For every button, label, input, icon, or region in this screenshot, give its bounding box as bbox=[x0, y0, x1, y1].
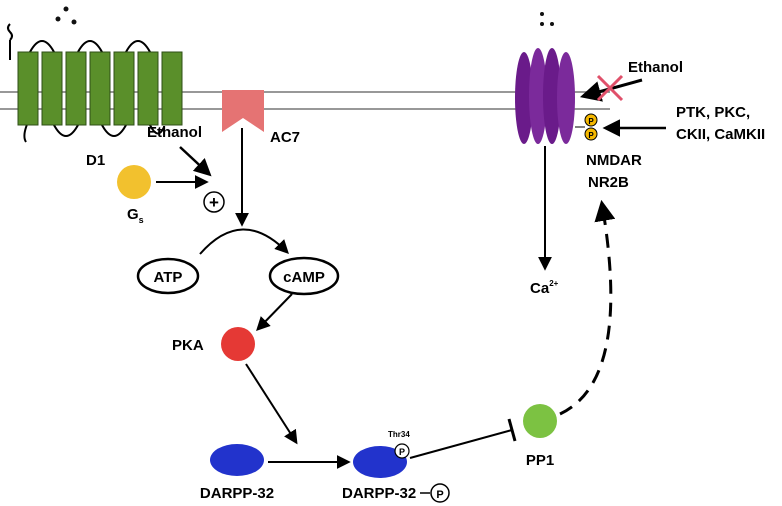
inhibition-bar bbox=[507, 418, 517, 442]
ethanol-left-arrow bbox=[179, 146, 212, 177]
plus-label: + bbox=[209, 193, 219, 212]
pp1-label: PP1 bbox=[526, 452, 554, 469]
ethanol-right-label: Ethanol bbox=[628, 59, 683, 76]
d1-helix-6 bbox=[137, 51, 159, 126]
thr34-phosphate-icon bbox=[394, 443, 410, 459]
pp1-to-nmdar-dashed-arrow bbox=[559, 199, 616, 416]
gs-protein bbox=[117, 165, 151, 199]
darpp-phosphate-icon bbox=[430, 483, 450, 503]
nmdar-phosphate-1 bbox=[584, 113, 598, 127]
pka-label: PKA bbox=[172, 337, 204, 354]
atp-to-camp-arrow bbox=[199, 228, 289, 255]
kinases-label-line1: PTK, PKC, bbox=[676, 104, 750, 121]
nmdar-phosphate-2 bbox=[584, 127, 598, 141]
atp-node bbox=[136, 257, 200, 295]
d1-receptor bbox=[7, 23, 183, 143]
nmdar-p2-label: P bbox=[588, 131, 594, 140]
ligand-dots-right bbox=[540, 12, 554, 26]
darpp32-node bbox=[210, 444, 264, 476]
d1-helix-3 bbox=[65, 51, 87, 126]
nr2b-label: NR2B bbox=[588, 174, 629, 191]
camp-label: cAMP bbox=[283, 269, 325, 286]
d1-helix-2 bbox=[41, 51, 63, 126]
ac7-label: AC7 bbox=[270, 129, 300, 146]
d1-label: D1 bbox=[86, 152, 105, 169]
kinases-label-line2: CKII, CaMKII bbox=[676, 126, 765, 143]
ethanol-right-arrow bbox=[579, 78, 643, 102]
nmdar-p1-label: P bbox=[588, 117, 594, 126]
pka-node bbox=[221, 327, 255, 361]
ligand-dots-left bbox=[55, 6, 77, 25]
pka-to-darpp-arrow bbox=[245, 363, 298, 445]
camp-node bbox=[268, 256, 340, 296]
thr34-p-label: P bbox=[399, 447, 405, 457]
darpp-inhibits-pp1-line bbox=[409, 429, 513, 459]
d1-helix-4 bbox=[89, 51, 111, 126]
camp-to-pka-arrow bbox=[256, 293, 293, 332]
ethanol-left-label: Ethanol bbox=[147, 124, 202, 141]
darpp32-phospho-label: DARPP-32 bbox=[342, 485, 416, 502]
pp1-node bbox=[523, 404, 557, 438]
d1-helix-5 bbox=[113, 51, 135, 126]
d1-helix-7 bbox=[161, 51, 183, 126]
stimulation-plus-icon bbox=[203, 191, 225, 213]
darpp32-label: DARPP-32 bbox=[200, 485, 274, 502]
atp-label: ATP bbox=[154, 269, 183, 286]
inhibition-cross-icon bbox=[596, 74, 624, 102]
d1-helix-1 bbox=[17, 51, 39, 126]
darpp-p-label: P bbox=[436, 489, 443, 501]
nmdar-label: NMDAR bbox=[586, 152, 642, 169]
gs-label: Gs bbox=[127, 206, 144, 225]
thr34-label: Thr34 bbox=[388, 430, 410, 439]
darpp32-phospho-node bbox=[353, 446, 407, 478]
ca-label: Ca2+ bbox=[530, 279, 559, 297]
ac7-enzyme bbox=[222, 90, 264, 132]
nmdar-channel bbox=[515, 48, 575, 144]
